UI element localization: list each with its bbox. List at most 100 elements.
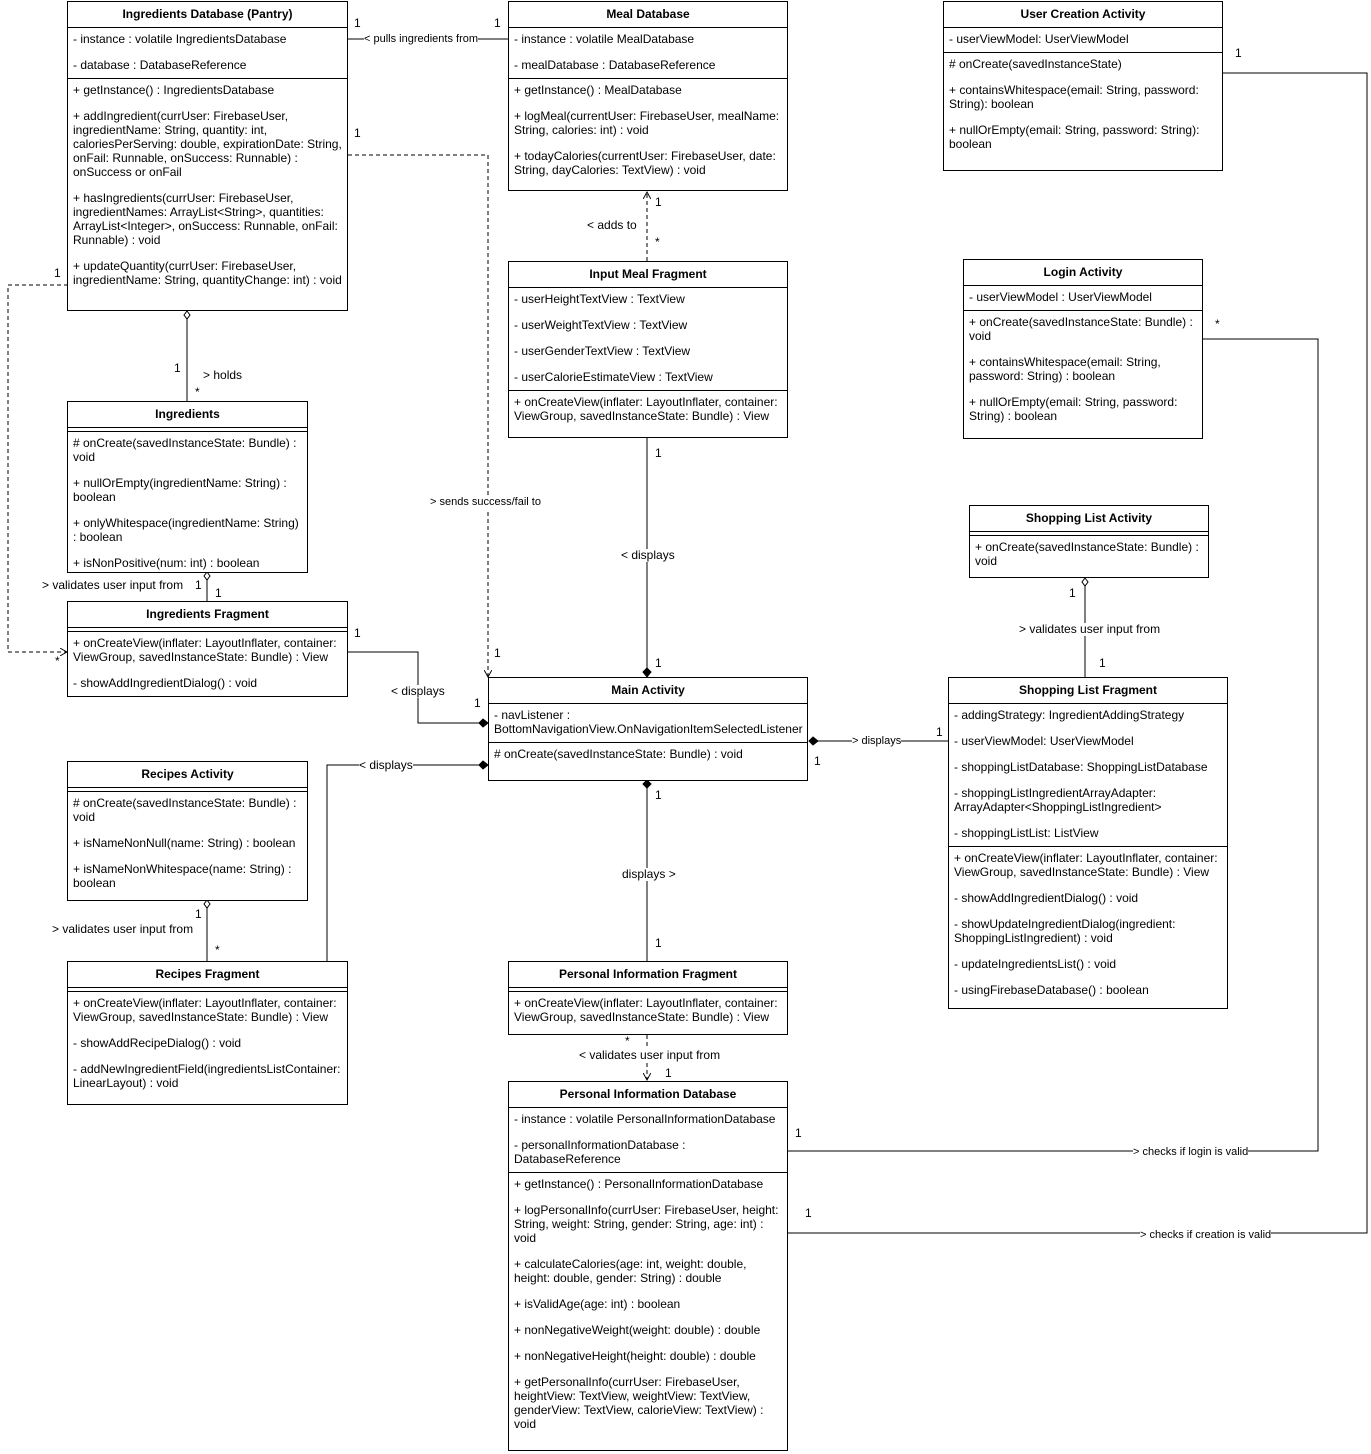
class-methods: + onCreateView(inflater: LayoutInflater,… <box>509 390 787 429</box>
class-title: Ingredients Fragment <box>68 602 347 628</box>
multiplicity: 1 <box>805 1206 812 1220</box>
class-attribute: - userViewModel: UserViewModel <box>949 32 1129 46</box>
class-title: Personal Information Fragment <box>509 962 787 988</box>
multiplicity: 1 <box>354 626 361 640</box>
label-sends-success-fail: > sends success/fail to <box>430 496 541 509</box>
class-method: # onCreate(savedInstanceState: Bundle) :… <box>73 796 300 824</box>
class-methods: # onCreate(savedInstanceState: Bundle) :… <box>489 742 807 767</box>
multiplicity: 1 <box>795 1126 802 1140</box>
class-main-activity: Main Activity- navListener : BottomNavig… <box>488 677 808 781</box>
class-method: + onCreate(savedInstanceState: Bundle) :… <box>975 540 1203 568</box>
class-attribute: - shoppingListIngredientArrayAdapter: Ar… <box>954 786 1162 814</box>
multiplicity: 1 <box>655 446 662 460</box>
label-displays-shopping: > displays <box>852 735 902 748</box>
class-attributes: - instance : volatile IngredientsDatabas… <box>68 28 347 78</box>
composition-diamond <box>478 718 489 728</box>
class-method: # onCreate(savedInstanceState: Bundle) :… <box>73 436 300 464</box>
class-method: - addNewIngredientField(ingredientsListC… <box>73 1062 344 1090</box>
class-recipes-fragment: Recipes Fragment + onCreateView(inflater:… <box>67 961 348 1105</box>
class-attribute: - mealDatabase : DatabaseReference <box>514 58 716 72</box>
class-attribute: - userGenderTextView : TextView <box>514 344 691 358</box>
class-ingredients: Ingredients# onCreate(savedInstanceState… <box>67 401 308 573</box>
class-method: + addIngredient(currUser: FirebaseUser, … <box>73 109 346 179</box>
class-method: + getInstance() : MealDatabase <box>514 83 682 97</box>
class-method: + onCreate(savedInstanceState: Bundle) :… <box>969 315 1197 343</box>
class-title: Personal Information Database <box>509 1082 787 1108</box>
class-method: + nonNegativeHeight(height: double) : do… <box>514 1349 756 1363</box>
multiplicity: 1 <box>195 907 202 921</box>
class-shopping-list-activity: Shopping List Activity+ onCreate(savedIn… <box>969 505 1209 578</box>
class-attributes: - userViewModel: UserViewModel <box>944 28 1222 52</box>
class-attribute: - addingStrategy: IngredientAddingStrate… <box>954 708 1185 722</box>
class-method: # onCreate(savedInstanceState: Bundle) :… <box>494 747 743 761</box>
label-validates-ingredients: > validates user input from <box>42 578 184 592</box>
multiplicity: 1 <box>494 646 501 660</box>
class-attributes: - userViewModel : UserViewModel <box>964 286 1202 310</box>
class-attribute: - instance : volatile PersonalInformatio… <box>514 1112 776 1126</box>
class-method: + onCreateView(inflater: LayoutInflater,… <box>514 996 781 1024</box>
multiplicity: 1 <box>814 754 821 768</box>
class-title: Ingredients Database (Pantry) <box>68 2 347 28</box>
composition-diamond <box>642 779 652 789</box>
multiplicity: * <box>625 1034 630 1048</box>
class-attribute: - navListener : BottomNavigationView.OnN… <box>494 708 803 736</box>
multiplicity: 1 <box>54 266 61 280</box>
class-method: + isValidAge(age: int) : boolean <box>514 1297 681 1311</box>
multiplicity: 1 <box>494 16 501 30</box>
label-checks-creation: > checks if creation is valid <box>1140 1229 1272 1242</box>
class-recipes-activity: Recipes Activity# onCreate(savedInstance… <box>67 761 308 901</box>
label-displays-recipes: < displays <box>359 758 413 772</box>
label-adds-to: < adds to <box>587 218 637 232</box>
class-method: - showAddIngredientDialog() : void <box>73 676 258 690</box>
label-validates-recipes: > validates user input from <box>52 922 194 936</box>
class-title: Recipes Fragment <box>68 962 347 988</box>
class-method: + isNameNonWhitespace(name: String) : bo… <box>73 862 295 890</box>
link-ingredients-db-to-main <box>348 154 488 677</box>
class-method: + logMeal(currentUser: FirebaseUser, mea… <box>514 109 783 137</box>
class-attributes: - navListener : BottomNavigationView.OnN… <box>489 704 807 742</box>
class-title: User Creation Activity <box>944 2 1222 28</box>
class-method: + onCreateView(inflater: LayoutInflater,… <box>73 996 340 1024</box>
class-title: Meal Database <box>509 2 787 28</box>
class-attribute: - database : DatabaseReference <box>73 58 247 72</box>
class-attribute: - userViewModel : UserViewModel <box>969 290 1152 304</box>
multiplicity: 1 <box>655 195 662 209</box>
class-method: + getPersonalInfo(currUser: FirebaseUser… <box>514 1375 767 1431</box>
multiplicity: 1 <box>655 788 662 802</box>
multiplicity: * <box>195 385 200 399</box>
multiplicity: 1 <box>1099 656 1106 670</box>
class-meal-database: Meal Database- instance : volatile MealD… <box>508 1 788 191</box>
class-method: - updateIngredientsList() : void <box>954 957 1117 971</box>
class-attribute: - userCalorieEstimateView : TextView <box>514 370 713 384</box>
class-attribute: - instance : volatile IngredientsDatabas… <box>73 32 287 46</box>
class-method: + calculateCalories(age: int, weight: do… <box>514 1257 750 1285</box>
class-method: + hasIngredients(currUser: FirebaseUser,… <box>73 191 342 247</box>
link-main-displays-recipes-fragment <box>326 764 488 961</box>
label-holds: > holds <box>203 368 243 382</box>
class-methods: + onCreateView(inflater: LayoutInflater,… <box>509 991 787 1030</box>
class-method: - showAddIngredientDialog() : void <box>954 891 1139 905</box>
class-method: + updateQuantity(currUser: FirebaseUser,… <box>73 259 342 287</box>
class-methods: # onCreate(savedInstanceState: Bundle) :… <box>68 431 307 576</box>
class-method: + containsWhitespace(email: String, pass… <box>969 355 1165 383</box>
class-method: + nullOrEmpty(email: String, password: S… <box>949 123 1203 151</box>
class-methods: + onCreateView(inflater: LayoutInflater,… <box>949 846 1227 1003</box>
class-personal-information-fragment: Personal Information Fragment + onCreateV… <box>508 961 788 1035</box>
class-attribute: - shoppingListList: ListView <box>954 826 1099 840</box>
class-shopping-list-fragment: Shopping List Fragment - addingStrategy: … <box>948 677 1228 1009</box>
class-attribute: - userWeightTextView : TextView <box>514 318 688 332</box>
aggregation-diamond <box>203 899 211 909</box>
multiplicity: 1 <box>354 126 361 140</box>
aggregation-diamond <box>183 310 191 320</box>
multiplicity: 1 <box>1069 586 1076 600</box>
class-methods: + onCreateView(inflater: LayoutInflater,… <box>68 631 347 696</box>
class-methods: # onCreate(savedInstanceState: Bundle) :… <box>68 791 307 896</box>
class-input-meal-fragment: Input Meal Fragment- userHeightTextView … <box>508 261 788 438</box>
class-attribute: - userViewModel: UserViewModel <box>954 734 1134 748</box>
composition-diamond <box>642 667 652 678</box>
class-attribute: - shoppingListDatabase: ShoppingListData… <box>954 760 1208 774</box>
multiplicity: * <box>215 943 220 957</box>
class-method: + onCreateView(inflater: LayoutInflater,… <box>514 395 781 423</box>
class-title: Shopping List Fragment <box>949 678 1227 704</box>
